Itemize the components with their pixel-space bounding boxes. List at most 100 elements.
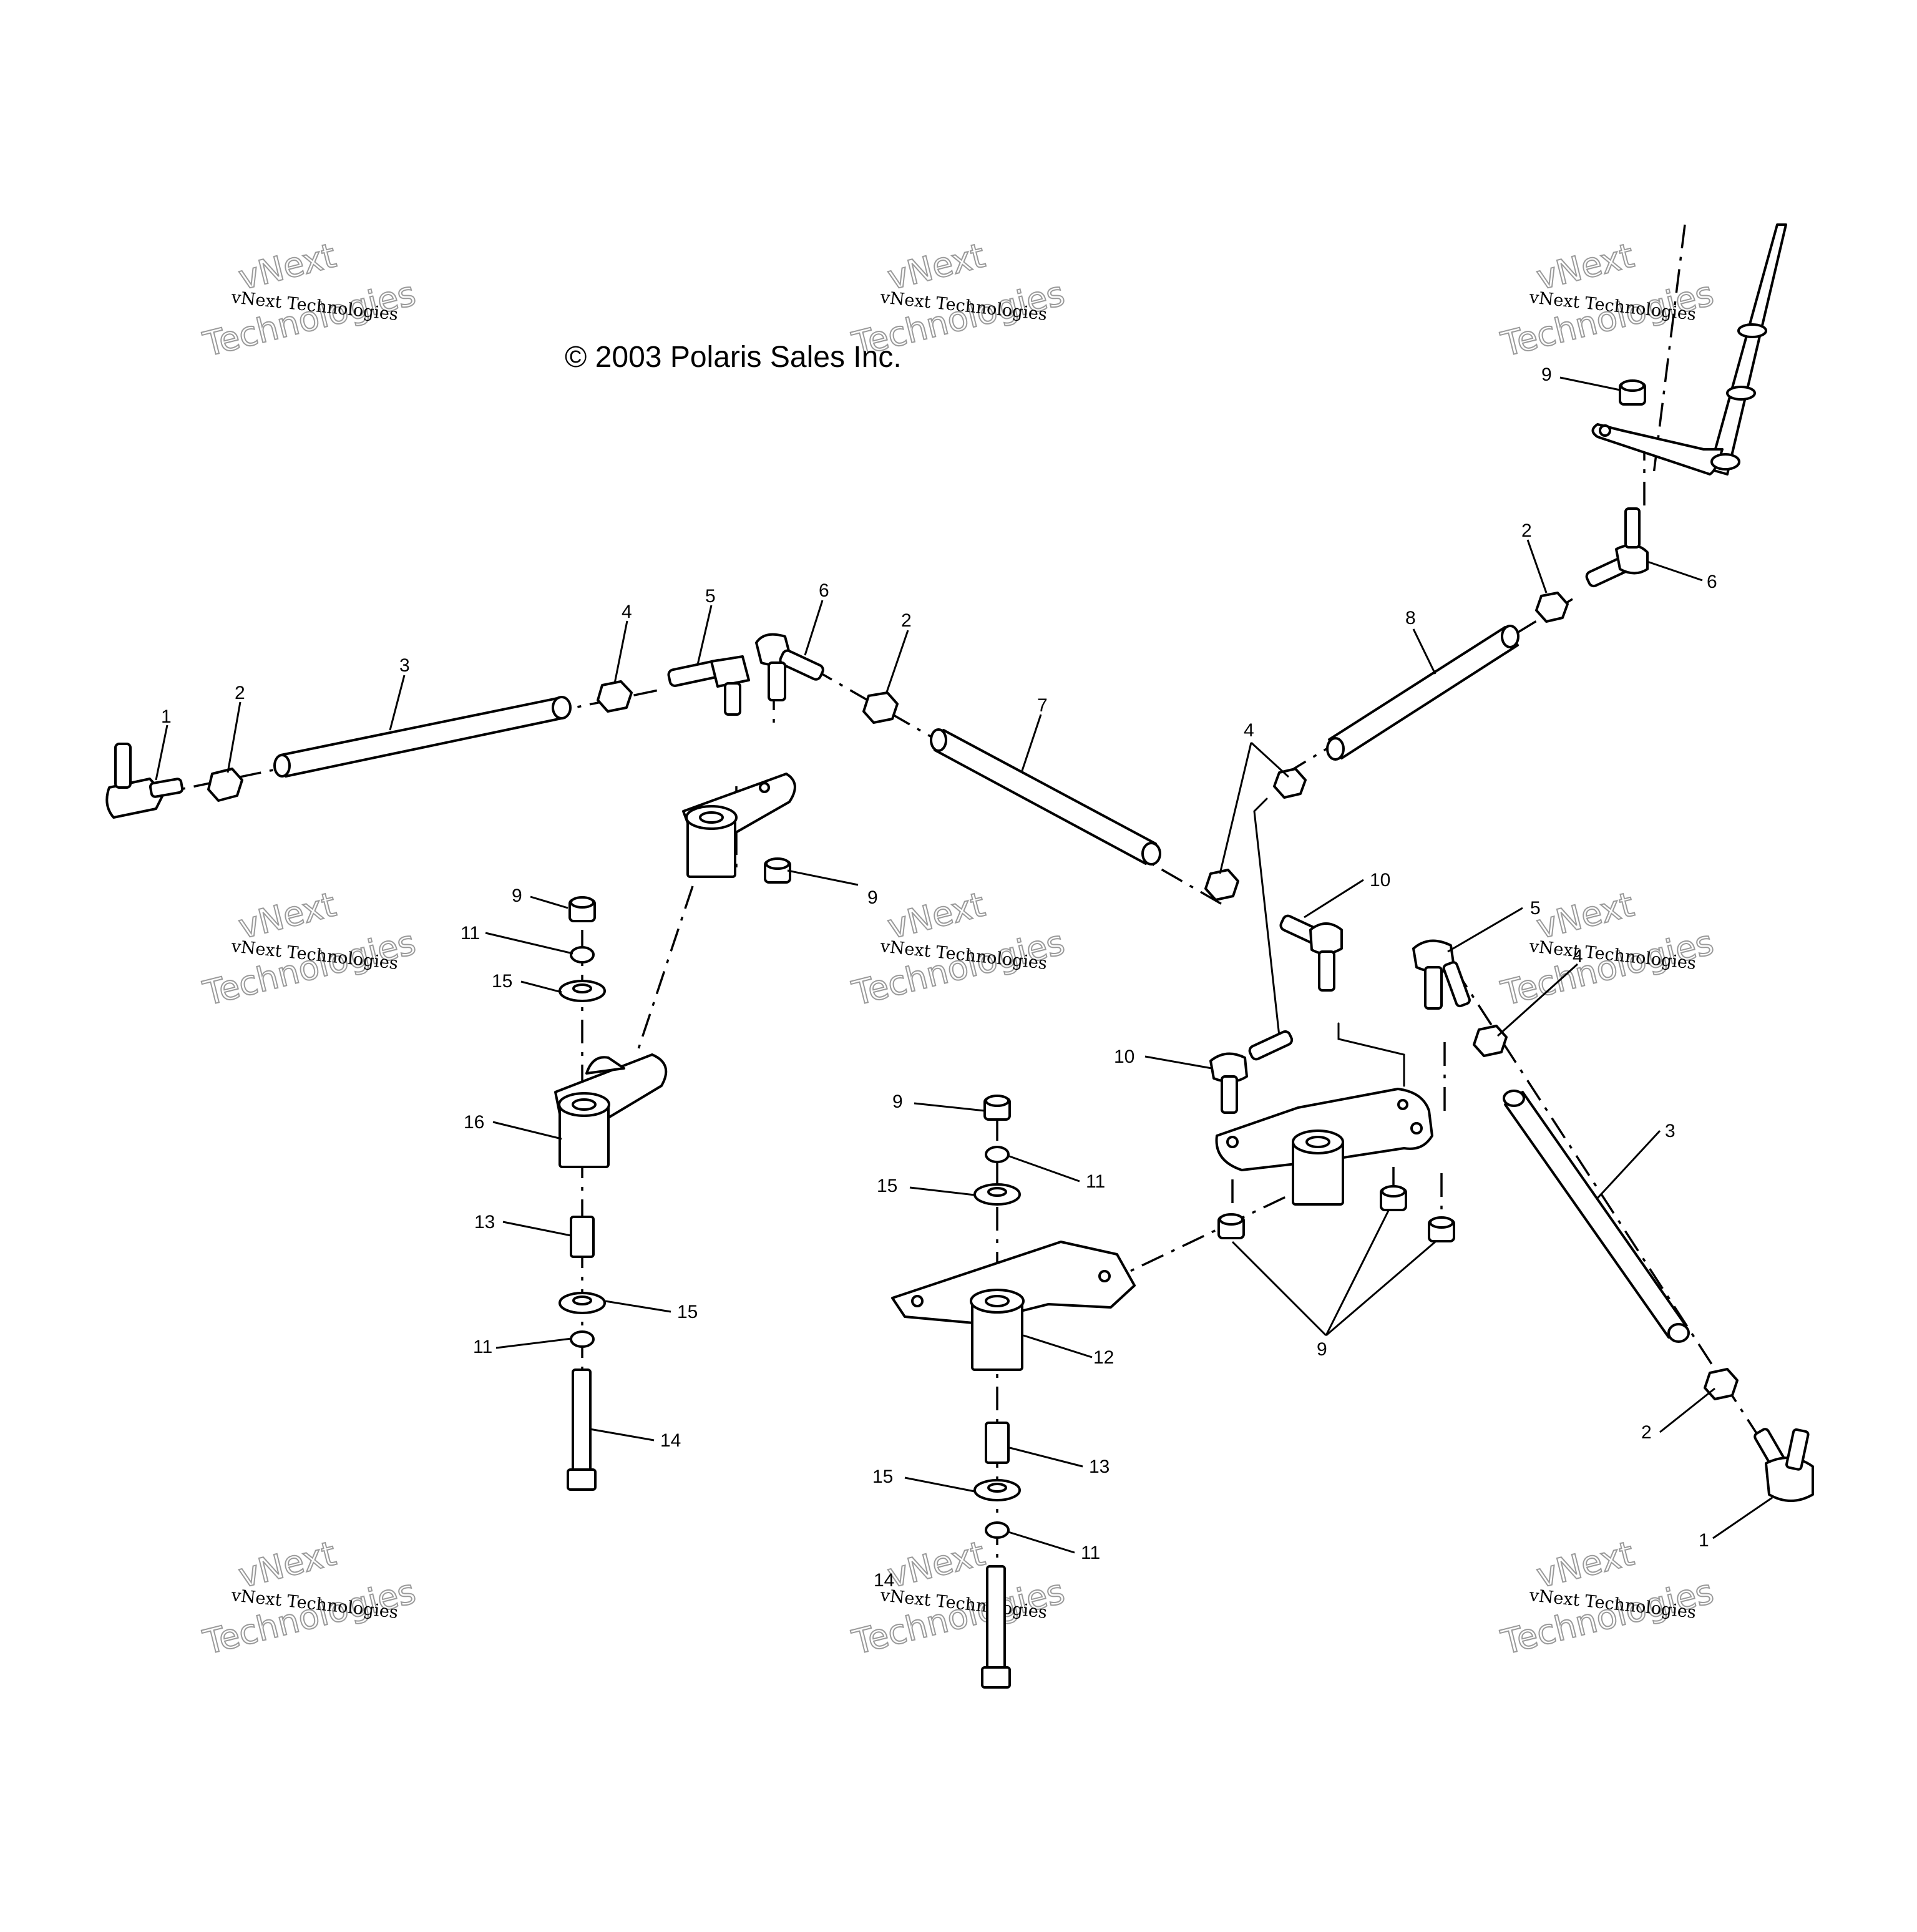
leader-line	[155, 724, 168, 781]
tie-rod-center	[930, 728, 1161, 866]
callout-10-lower: 10	[1114, 1046, 1134, 1067]
watermark-vnext-text: vNext	[884, 1534, 988, 1596]
pitman-arm-hole	[1098, 1270, 1111, 1282]
callout-13-center: 13	[1089, 1456, 1110, 1477]
tie-rod-end-stud	[1424, 966, 1443, 1010]
tie-rod-end-shank	[1442, 961, 1471, 1008]
pivot-arm-hole	[759, 782, 770, 793]
callout-15-center-lower: 15	[872, 1466, 893, 1487]
lock-nut-9-bracket-c	[1428, 1216, 1455, 1242]
assembly-line-bracket-stud	[1337, 1022, 1405, 1087]
leader-line	[1144, 1055, 1212, 1070]
tie-rod-tube-end	[1141, 842, 1161, 866]
steering-post-tube	[1709, 223, 1787, 476]
pivot-arm-bushing-hole	[572, 1098, 597, 1111]
pitman-arm-12	[891, 1241, 1136, 1371]
callout-1-right: 1	[1699, 1530, 1709, 1551]
watermark-vnext-text: vNext	[235, 1534, 339, 1596]
watermark-bottom-right: vNext Technologies	[1496, 1533, 1718, 1663]
tie-rod-end-stud	[768, 661, 786, 701]
bushing-body	[985, 1521, 1010, 1539]
pivot-bracket-hole	[1410, 1122, 1423, 1134]
pivot-bracket-bushing-hole	[1305, 1136, 1330, 1148]
jam-nut-2-center	[862, 691, 899, 724]
washer-hole	[572, 1295, 592, 1305]
pitman-arm-plate	[891, 1241, 1136, 1324]
steering-post-collar	[1710, 453, 1740, 471]
tie-rod-tube-end	[1667, 1323, 1690, 1343]
callout-11-left-upper: 11	[461, 923, 480, 944]
bushing-11-center-upper	[985, 1146, 1010, 1163]
tie-rod-end-10-upper	[1279, 914, 1343, 992]
jam-nut-4-right	[1473, 1025, 1508, 1057]
callout-8: 8	[1405, 608, 1416, 628]
watermark-vnext-text: vNext	[884, 885, 988, 947]
callout-5-upper: 5	[705, 586, 716, 607]
callout-9-left-stack: 9	[512, 886, 522, 906]
watermark-vnext-text: vNext	[1533, 885, 1637, 947]
callout-9-center-stack: 9	[892, 1091, 903, 1112]
bolt-14-left	[567, 1368, 597, 1491]
pivot-bracket-plate	[1215, 1088, 1433, 1171]
callout-leaders	[155, 376, 1773, 1554]
watermark-mid-right: vNext Technologies	[1496, 884, 1718, 1014]
pivot-arm-tab	[585, 1056, 625, 1075]
tie-rod-tube-end	[273, 754, 291, 778]
leader-line	[1023, 1334, 1093, 1359]
leader-line	[1325, 1210, 1390, 1336]
callout-4-pair: 4	[1244, 720, 1254, 741]
callout-6-right: 6	[1707, 572, 1717, 592]
steering-post-ring	[1726, 386, 1756, 401]
tie-rod-end-stud	[114, 743, 132, 789]
callout-10-upper: 10	[1370, 870, 1390, 890]
watermark-group: vNext Technologies vNext Technologies vN…	[198, 235, 1718, 1663]
leader-line	[1008, 1531, 1075, 1554]
leader-line	[492, 1121, 562, 1140]
bolt-shank	[572, 1368, 592, 1477]
assembly-line-right-bracket	[1253, 798, 1280, 1050]
callout-9-top-right: 9	[1541, 364, 1552, 385]
leader-line	[1304, 879, 1364, 919]
leader-line	[904, 1476, 975, 1493]
lock-nut-top	[570, 896, 595, 909]
bushing-body	[985, 1146, 1010, 1163]
leader-line	[502, 1221, 572, 1237]
callout-16: 16	[464, 1112, 484, 1133]
tie-rod-tube-end	[930, 728, 947, 752]
bushing-11-center-lower	[985, 1521, 1010, 1539]
pivot-arm-bushing-hole	[699, 811, 724, 824]
leader-line	[1647, 560, 1703, 582]
washer-15-center-lower	[973, 1479, 1021, 1501]
leader-line	[1659, 1387, 1715, 1433]
watermark-vnext-text: vNext	[1533, 236, 1637, 298]
leader-line	[1496, 963, 1579, 1037]
tie-rod-end-stud	[1624, 507, 1641, 549]
tie-rod-tube	[1328, 626, 1519, 759]
callout-14-left: 14	[660, 1430, 681, 1451]
leader-line	[1526, 539, 1548, 593]
spacer-13-center	[985, 1422, 1010, 1464]
leader-line	[885, 630, 909, 695]
watermark-bottom-left: vNext Technologies	[198, 1533, 420, 1663]
lock-nut-9-bracket-a	[1217, 1213, 1245, 1239]
pivot-bracket-hole	[1226, 1136, 1239, 1148]
tie-rod-right-upper	[1326, 625, 1519, 761]
tie-rod-end-body	[1309, 922, 1343, 955]
pivot-arm-upper-left	[682, 773, 796, 878]
assembly-line-right-lower-rod	[1453, 967, 1767, 1448]
tie-rod-tube	[934, 729, 1157, 865]
callout-14-center: 14	[874, 1570, 894, 1591]
washer-15-left-upper	[559, 980, 606, 1002]
callout-15-left-upper: 15	[492, 971, 512, 992]
leader-line	[1325, 1241, 1436, 1337]
bushing-body	[570, 1330, 595, 1348]
leader-line	[1007, 1154, 1080, 1183]
jam-nut-2-lower-right	[1704, 1368, 1739, 1400]
leader-line	[485, 932, 573, 955]
leader-line	[589, 1428, 655, 1442]
assembly-line-steering-post	[1652, 224, 1686, 475]
callout-9-bracket: 9	[1317, 1339, 1327, 1360]
jam-nut-left	[207, 768, 243, 802]
leader-line	[520, 980, 562, 993]
